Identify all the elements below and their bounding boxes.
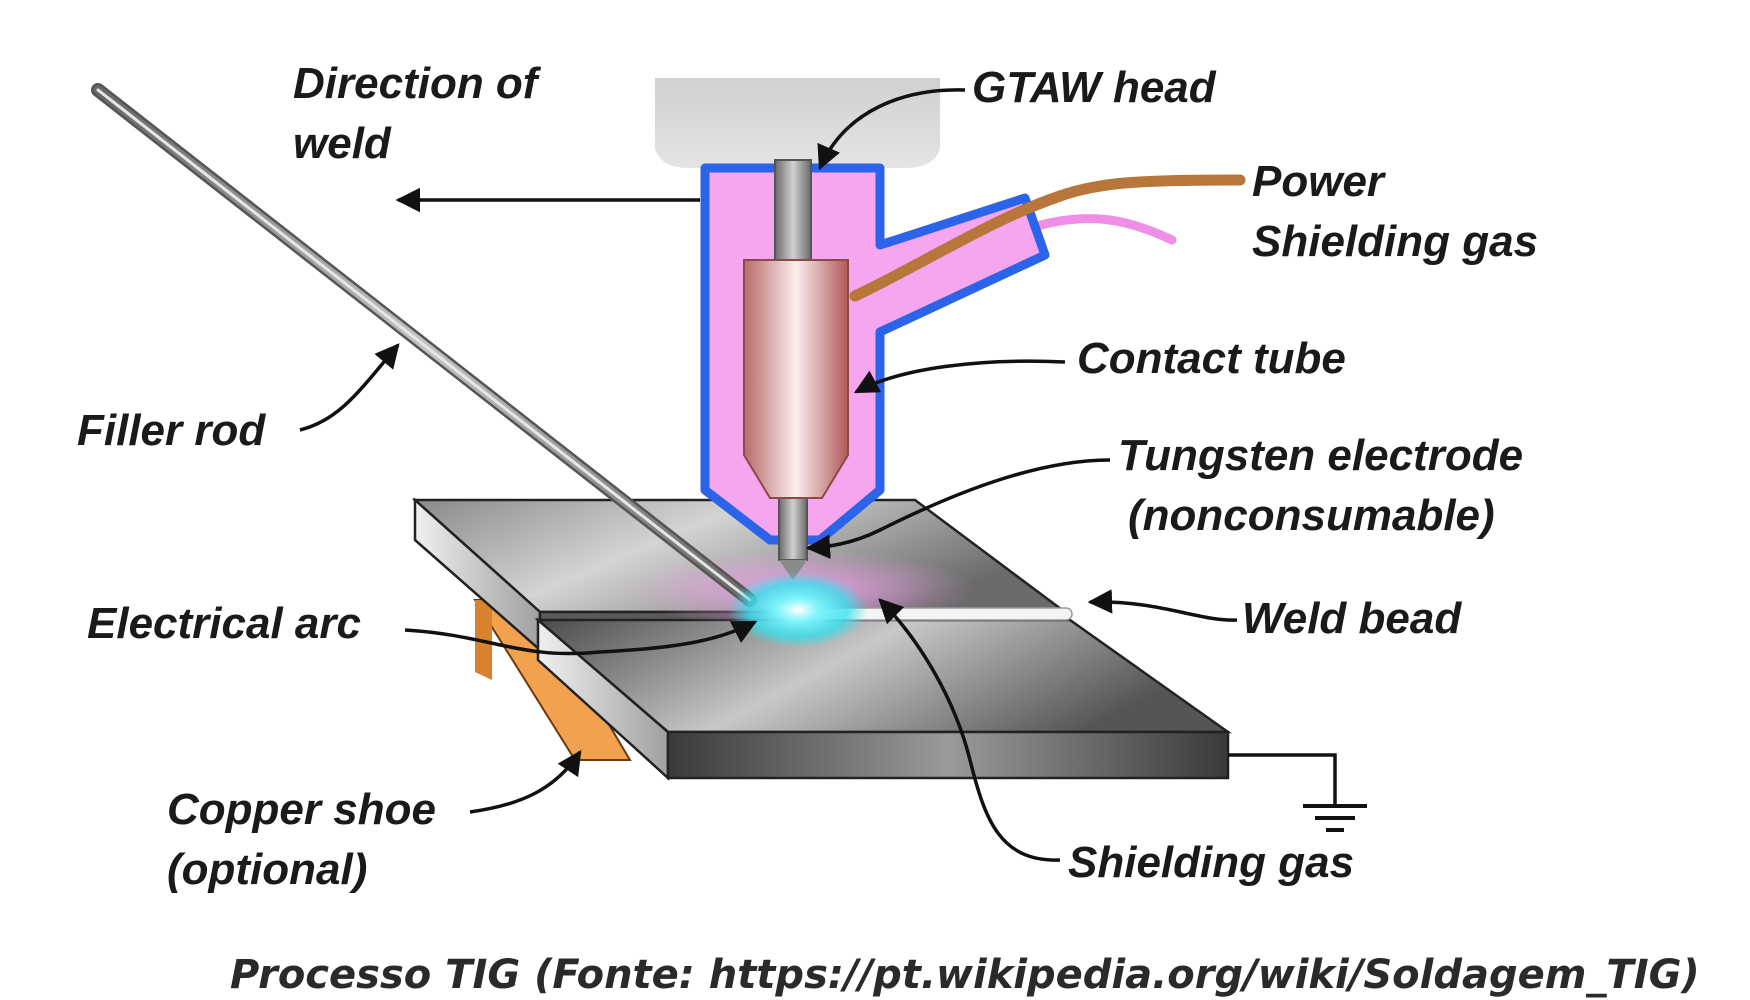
label-direction-of-weld-2: weld [293, 119, 392, 168]
leader-weld-bead [1087, 589, 1238, 622]
leader-electrical-arc [404, 620, 758, 656]
leader-contact-tube [853, 359, 1066, 394]
leader-copper-shoe [469, 749, 582, 814]
source-caption: Processo TIG (Fonte: https://pt.wikipedi… [230, 952, 1700, 998]
label-copper-shoe-2: (optional) [167, 845, 367, 894]
gas-hose [1025, 214, 1177, 245]
ground-symbol [1228, 753, 1367, 832]
label-contact-tube: Contact tube [1077, 334, 1346, 383]
label-tungsten-electrode-1: Tungsten electrode [1118, 431, 1523, 480]
label-filler-rod: Filler rod [77, 406, 266, 455]
label-electrical-arc: Electrical arc [87, 599, 361, 648]
label-tungsten-electrode-2: (nonconsumable) [1128, 491, 1495, 540]
label-shielding-gas-top: Shielding gas [1252, 217, 1538, 266]
label-direction-of-weld-1: Direction of [293, 59, 542, 108]
label-copper-shoe-1: Copper shoe [167, 785, 436, 834]
label-shielding-gas-bottom: Shielding gas [1068, 838, 1354, 887]
leader-filler-rod [299, 343, 400, 432]
leader-tungsten [805, 458, 1111, 559]
leader-gtaw-head [817, 88, 966, 171]
tungsten-electrode [774, 159, 812, 580]
contact-tube [743, 259, 849, 499]
label-power: Power [1252, 157, 1387, 206]
leader-shielding-gas-bottom [878, 598, 1061, 862]
gtaw-head [655, 78, 940, 168]
label-gtaw-head: GTAW head [972, 63, 1217, 112]
electrical-arc-glow [728, 572, 868, 648]
label-weld-bead: Weld bead [1242, 594, 1462, 643]
